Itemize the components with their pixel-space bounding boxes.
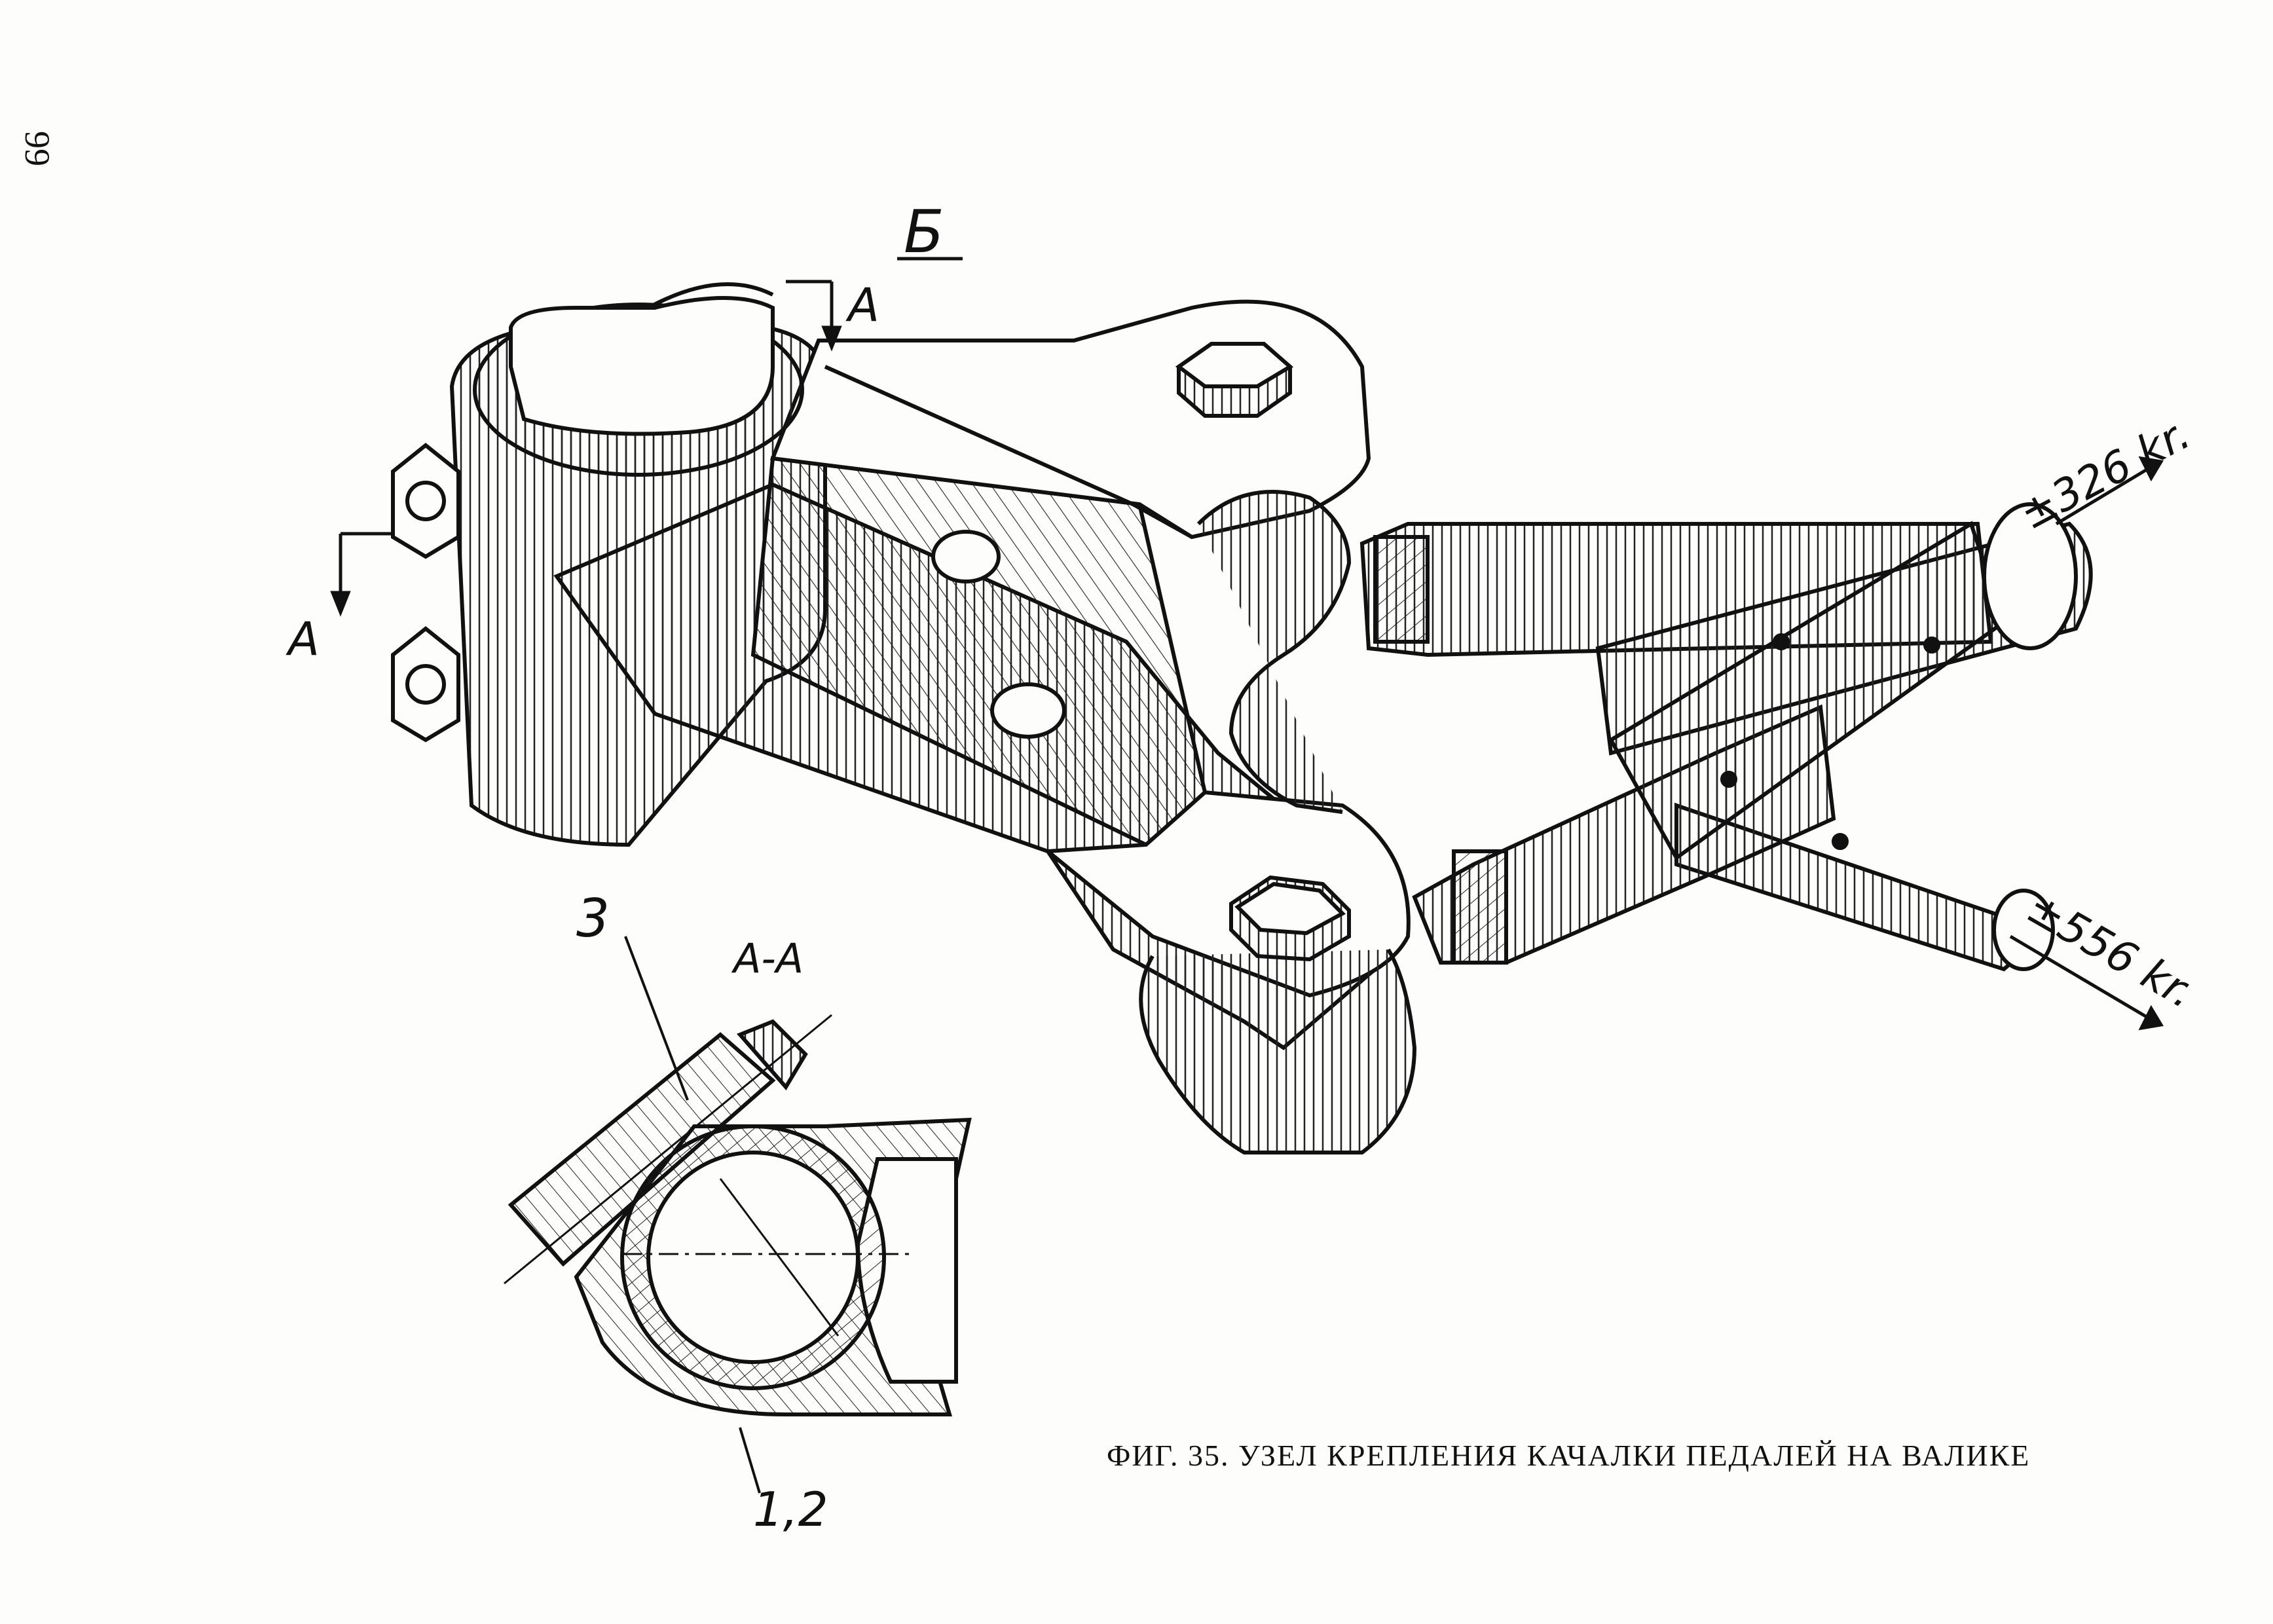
label-view-b: Б [904,198,944,267]
arrow-head-icon [2138,456,2164,482]
rivet-icon [1923,637,1940,654]
clamp-bolt-upper-icon [391,443,460,559]
plate-hole-upper [931,530,1001,583]
label-section-left: А [286,612,320,666]
rivet-icon [1773,633,1790,650]
section-markers [330,257,963,617]
thread-lower [1452,849,1508,965]
arrow-upper-force [2055,463,2156,526]
tube-bore [646,1151,860,1364]
label-section-name: А-А [731,934,804,982]
section-a-a [504,936,972,1494]
rivet-icon [1832,833,1849,850]
fork-upper [1196,490,1352,814]
fork-lower [1139,948,1417,1154]
arrow-down-icon [330,591,351,617]
rods-and-shaft [1359,502,2093,972]
plate-hole-lower [990,682,1066,739]
rocker-assembly [391,282,1417,1154]
figure-caption: ФИГ. 35. УЗЕЛ КРЕПЛЕНИЯ КАЧАЛКИ ПЕДАЛЕЙ … [1107,1439,2031,1472]
label-part-3: 3 [576,888,610,949]
leader-part-1-2 [739,1427,761,1494]
label-section-top: А [845,278,879,332]
label-force-upper: ±326 kr. [2011,408,2198,540]
clamp-bolt-section [508,1032,776,1267]
label-part-1-2: 1,2 [753,1482,828,1537]
arrow-head-icon [2138,1005,2164,1031]
arrow-lower-force [2009,934,2156,1024]
leader-part-3 [624,936,689,1101]
hub-cap [509,296,775,436]
clamp-bolt-lower-icon [391,626,460,743]
thread-upper [1373,535,1430,644]
arrow-down-icon [821,325,842,352]
bolt-nut-section-icon [736,1019,808,1091]
force-arrows [2009,456,2164,1031]
rivet-icon [1720,771,1737,788]
